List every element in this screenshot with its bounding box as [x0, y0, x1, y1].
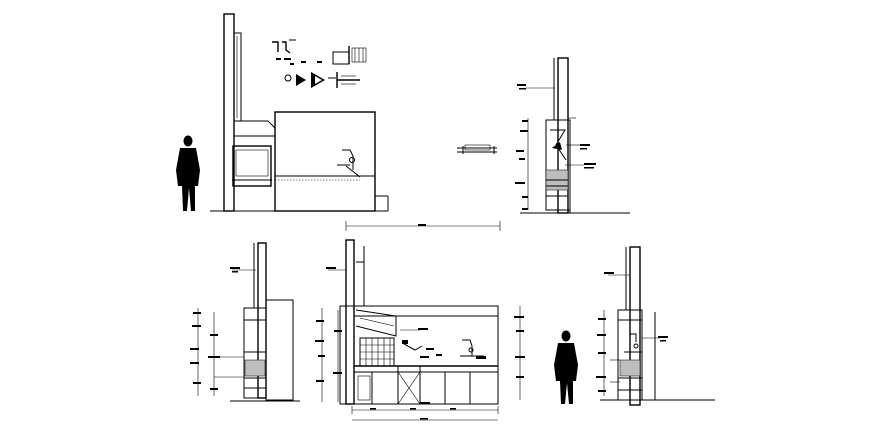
section-body — [243, 307, 267, 399]
section-right-top — [515, 57, 630, 214]
faucet-detail-icon — [272, 39, 367, 65]
fitting-detail-icon — [284, 72, 360, 88]
counter-body — [339, 305, 499, 405]
faucet — [342, 149, 354, 170]
column — [629, 246, 641, 406]
section-right-bottom — [596, 246, 715, 406]
oven-opening — [232, 145, 272, 187]
counter-body — [274, 111, 376, 212]
front-elevation-bottom — [315, 239, 525, 421]
tile-grid — [359, 337, 395, 367]
chimney-flue — [233, 32, 242, 122]
column — [345, 239, 355, 405]
hood — [234, 120, 276, 211]
human-figure-icon — [176, 135, 200, 211]
section-left-bottom — [190, 242, 300, 402]
front-elevation-top — [210, 13, 501, 231]
pipe-detail-small — [457, 144, 497, 154]
human-figure-icon — [554, 330, 578, 404]
faucet — [462, 339, 473, 356]
